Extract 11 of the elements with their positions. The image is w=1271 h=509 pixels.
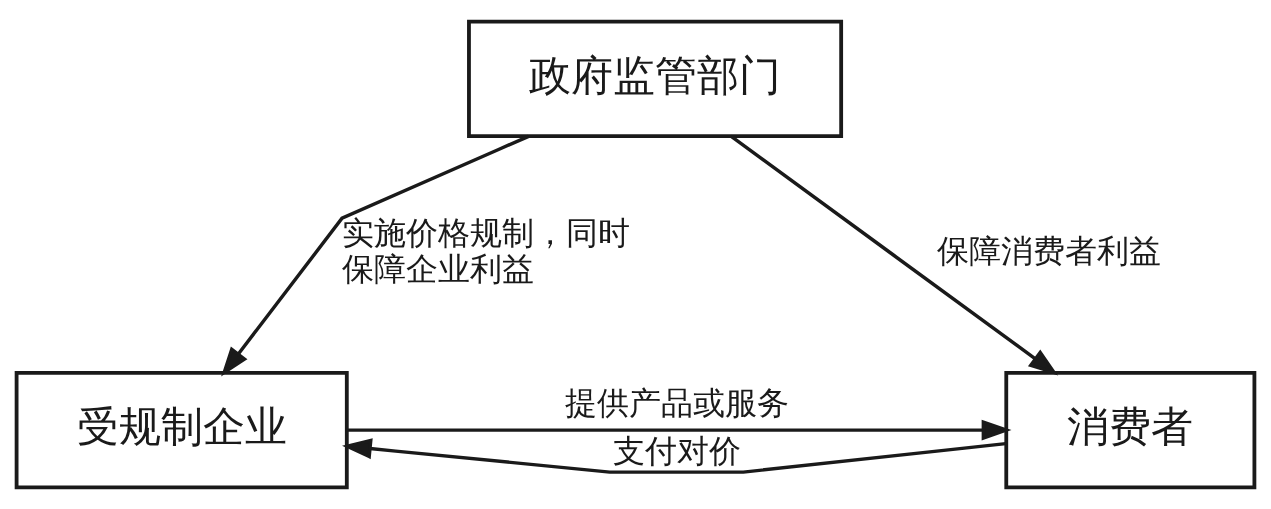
arrow — [729, 134, 1059, 376]
arrow — [221, 134, 530, 377]
node-box: 政府监管部门 — [467, 19, 844, 139]
edge-label: 支付对价 — [612, 431, 741, 470]
arrow — [346, 419, 1012, 441]
edge-label: 提供产品或服务 — [564, 384, 789, 423]
node-box: 消费者 — [1004, 370, 1257, 490]
node-box: 受规制企业 — [14, 370, 349, 490]
arrow — [342, 438, 1006, 474]
edge-label: 实施价格规制，同时保障企业利益 — [342, 214, 631, 289]
edge-label: 保障消费者利益 — [937, 232, 1162, 271]
